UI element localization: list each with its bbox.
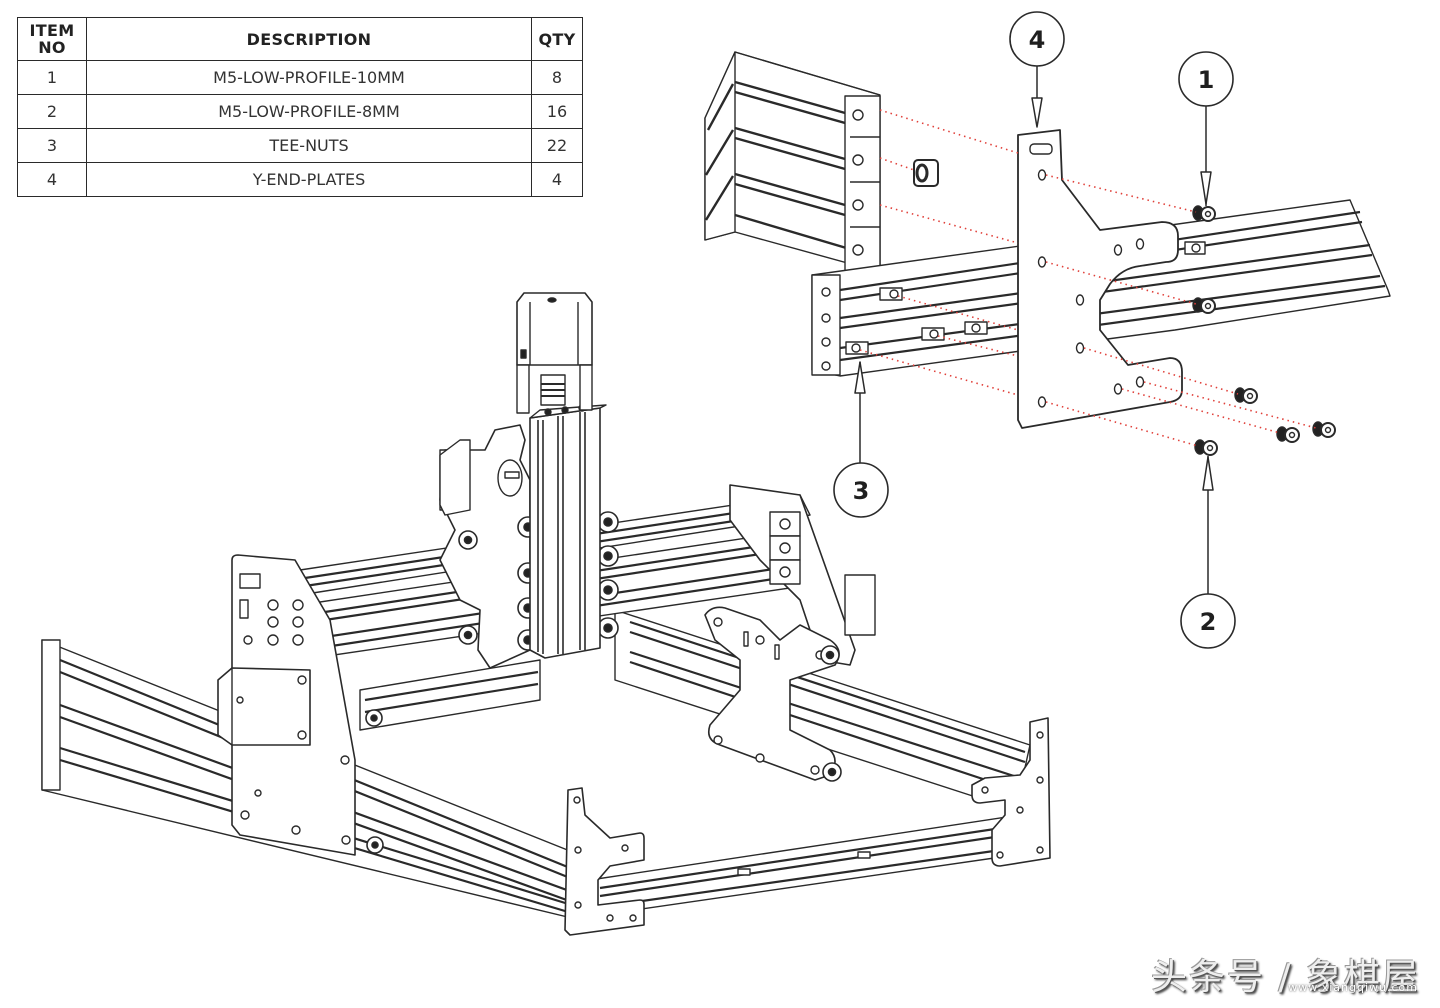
- svg-text:4: 4: [1029, 26, 1046, 54]
- bom-qty: 22: [531, 128, 583, 163]
- wheel: [597, 511, 619, 533]
- bom-row: 3 TEE-NUTS 22: [17, 128, 583, 163]
- callout-4: 4: [1009, 11, 1065, 67]
- explode-lines: [859, 109, 1317, 447]
- screw: [1194, 439, 1218, 456]
- y-stepper-motor: [217, 667, 311, 746]
- header-qty: QTY: [531, 17, 583, 61]
- bom-qty: 8: [531, 60, 583, 95]
- wheel: [597, 545, 619, 567]
- upper-extrusion: [704, 51, 881, 273]
- bom-description: M5-LOW-PROFILE-10MM: [86, 60, 532, 95]
- svg-text:1: 1: [1198, 66, 1215, 94]
- callout-leaders: [854, 66, 1214, 594]
- svg-text:2: 2: [1200, 608, 1217, 636]
- front-left-y-end-plate: [564, 787, 645, 936]
- wheel: [366, 836, 384, 854]
- screw: [1192, 297, 1216, 314]
- screw: [1276, 426, 1300, 443]
- right-gantry-plate: [729, 484, 876, 666]
- screw: [1234, 387, 1258, 404]
- wheel: [458, 625, 478, 645]
- front-right-y-end-plate: [971, 717, 1051, 867]
- wheel: [458, 530, 478, 550]
- cnc-machine-assembly: [41, 292, 1051, 936]
- screw: [1312, 421, 1336, 438]
- bom-row: 2 M5-LOW-PROFILE-8MM 16: [17, 94, 583, 129]
- z-axis-extrusion: [529, 404, 607, 659]
- right-y-rail: [614, 609, 1031, 801]
- bom-item-no: 4: [17, 162, 87, 197]
- x-stepper-motor: [439, 439, 471, 516]
- wheel: [820, 645, 840, 665]
- loose-tee-nut: [913, 159, 939, 187]
- wheel: [597, 617, 619, 639]
- wheel: [597, 579, 619, 601]
- svg-text:3: 3: [853, 477, 870, 505]
- wheel: [365, 709, 383, 727]
- right-y-carriage-plate: [704, 606, 840, 781]
- header-description: DESCRIPTION: [86, 17, 532, 61]
- bom-item-no: 2: [17, 94, 87, 129]
- exploded-detail-view: [704, 51, 1391, 594]
- y-end-plate: [1017, 129, 1183, 429]
- z-stepper-motor: [516, 292, 593, 414]
- callout-3: 3: [833, 462, 889, 518]
- bom-row: 1 M5-LOW-PROFILE-10MM 8: [17, 60, 583, 95]
- callout-1: 1: [1178, 51, 1234, 107]
- bom-qty: 16: [531, 94, 583, 129]
- bom-description: Y-END-PLATES: [86, 162, 532, 197]
- screw: [1192, 205, 1216, 222]
- front-x-rail: [589, 814, 1031, 916]
- bom-description: TEE-NUTS: [86, 128, 532, 163]
- bom-qty: 4: [531, 162, 583, 197]
- watermark-text: 头条号 / 象棋屋: [1150, 957, 1420, 998]
- watermark-site: www.xiangqiwu.com: [1288, 981, 1418, 994]
- callout-2: 2: [1180, 593, 1236, 649]
- watermark: 头条号 / 象棋屋 www.xiangqiwu.com: [1151, 948, 1420, 1000]
- low-profile-screws: [1192, 205, 1336, 456]
- bom-row: 4 Y-END-PLATES 4: [17, 162, 583, 197]
- wheel: [822, 762, 842, 782]
- bom-description: M5-LOW-PROFILE-8MM: [86, 94, 532, 129]
